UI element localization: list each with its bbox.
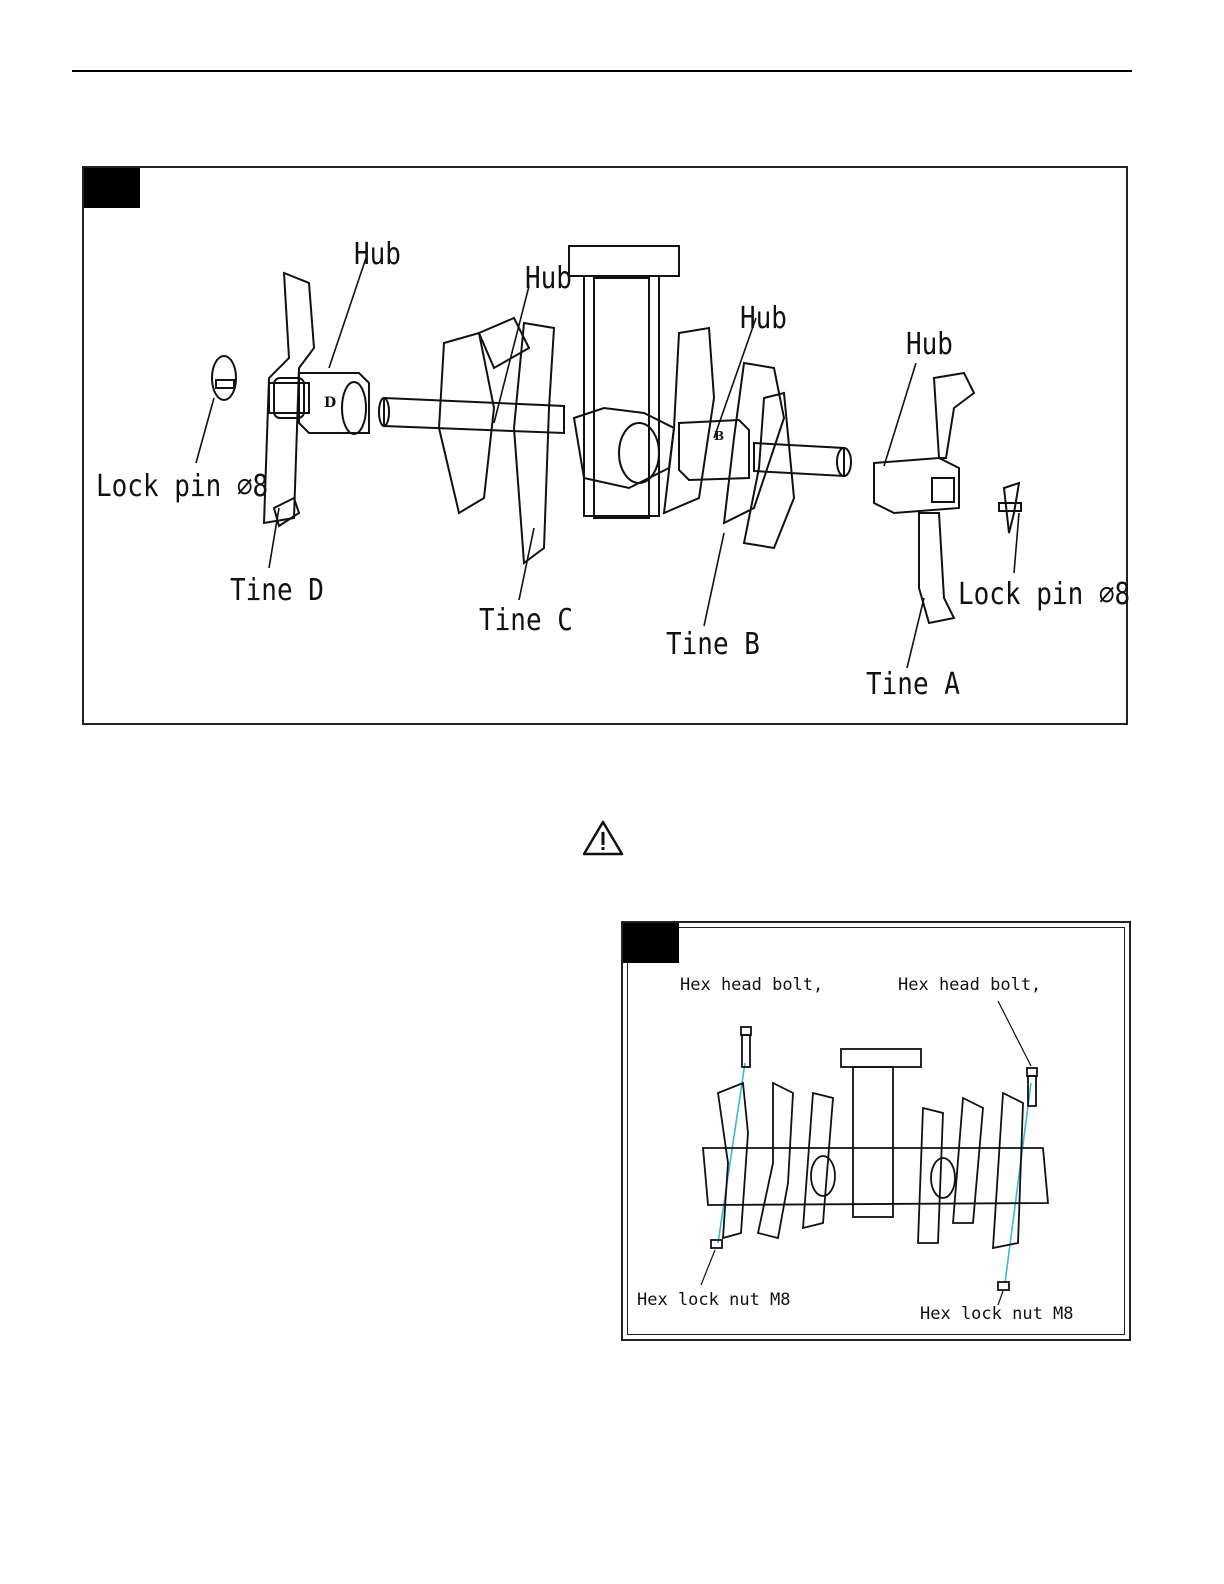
tine-c-icon: [439, 318, 554, 563]
label-tine-a: Tine A: [866, 670, 960, 700]
hub-a-icon: [874, 458, 959, 513]
figure-bolt-assembly: Hex head bolt, Hex head bolt, Hex lock n…: [621, 921, 1131, 1341]
hex-bolt-right-icon: [1027, 1068, 1037, 1106]
label-hex-lock-nut-right: Hex lock nut M8: [920, 1306, 1074, 1323]
label-tine-c: Tine C: [479, 606, 573, 636]
tine-rotor-icon: [703, 1049, 1048, 1248]
hex-bolt-left-icon: [741, 1027, 751, 1067]
tine-d-icon: [264, 273, 314, 526]
label-hex-head-bolt-left: Hex head bolt,: [680, 977, 823, 994]
label-hex-head-bolt-right: Hex head bolt,: [898, 977, 1041, 994]
label-hub: Hub: [525, 264, 572, 294]
hex-nut-right-icon: [998, 1282, 1009, 1290]
lock-pin-left-icon: [212, 356, 236, 400]
header-rule: [72, 70, 1132, 72]
label-hub: Hub: [354, 240, 401, 270]
tine-b-icon: [664, 328, 794, 548]
gearbox-icon: [569, 246, 679, 518]
label-hub: Hub: [906, 330, 953, 360]
label-tine-b: Tine B: [666, 630, 760, 660]
figure-tine-assembly: Hub Hub Hub Hub Lock pin ⌀8 Lock pin ⌀8 …: [82, 166, 1128, 725]
warning-triangle-icon: [581, 819, 625, 857]
hub-mark-d: D: [324, 396, 336, 410]
hub-mark-b: B: [714, 430, 724, 442]
hex-nut-left-icon: [711, 1240, 722, 1248]
label-hex-lock-nut-left: Hex lock nut M8: [637, 1292, 791, 1309]
label-lock-pin-left: Lock pin ⌀8: [96, 472, 268, 502]
label-tine-d: Tine D: [230, 576, 324, 606]
label-lock-pin-right: Lock pin ⌀8: [958, 580, 1130, 610]
tine-assembly-drawing: [84, 168, 1126, 723]
label-hub: Hub: [740, 304, 787, 334]
